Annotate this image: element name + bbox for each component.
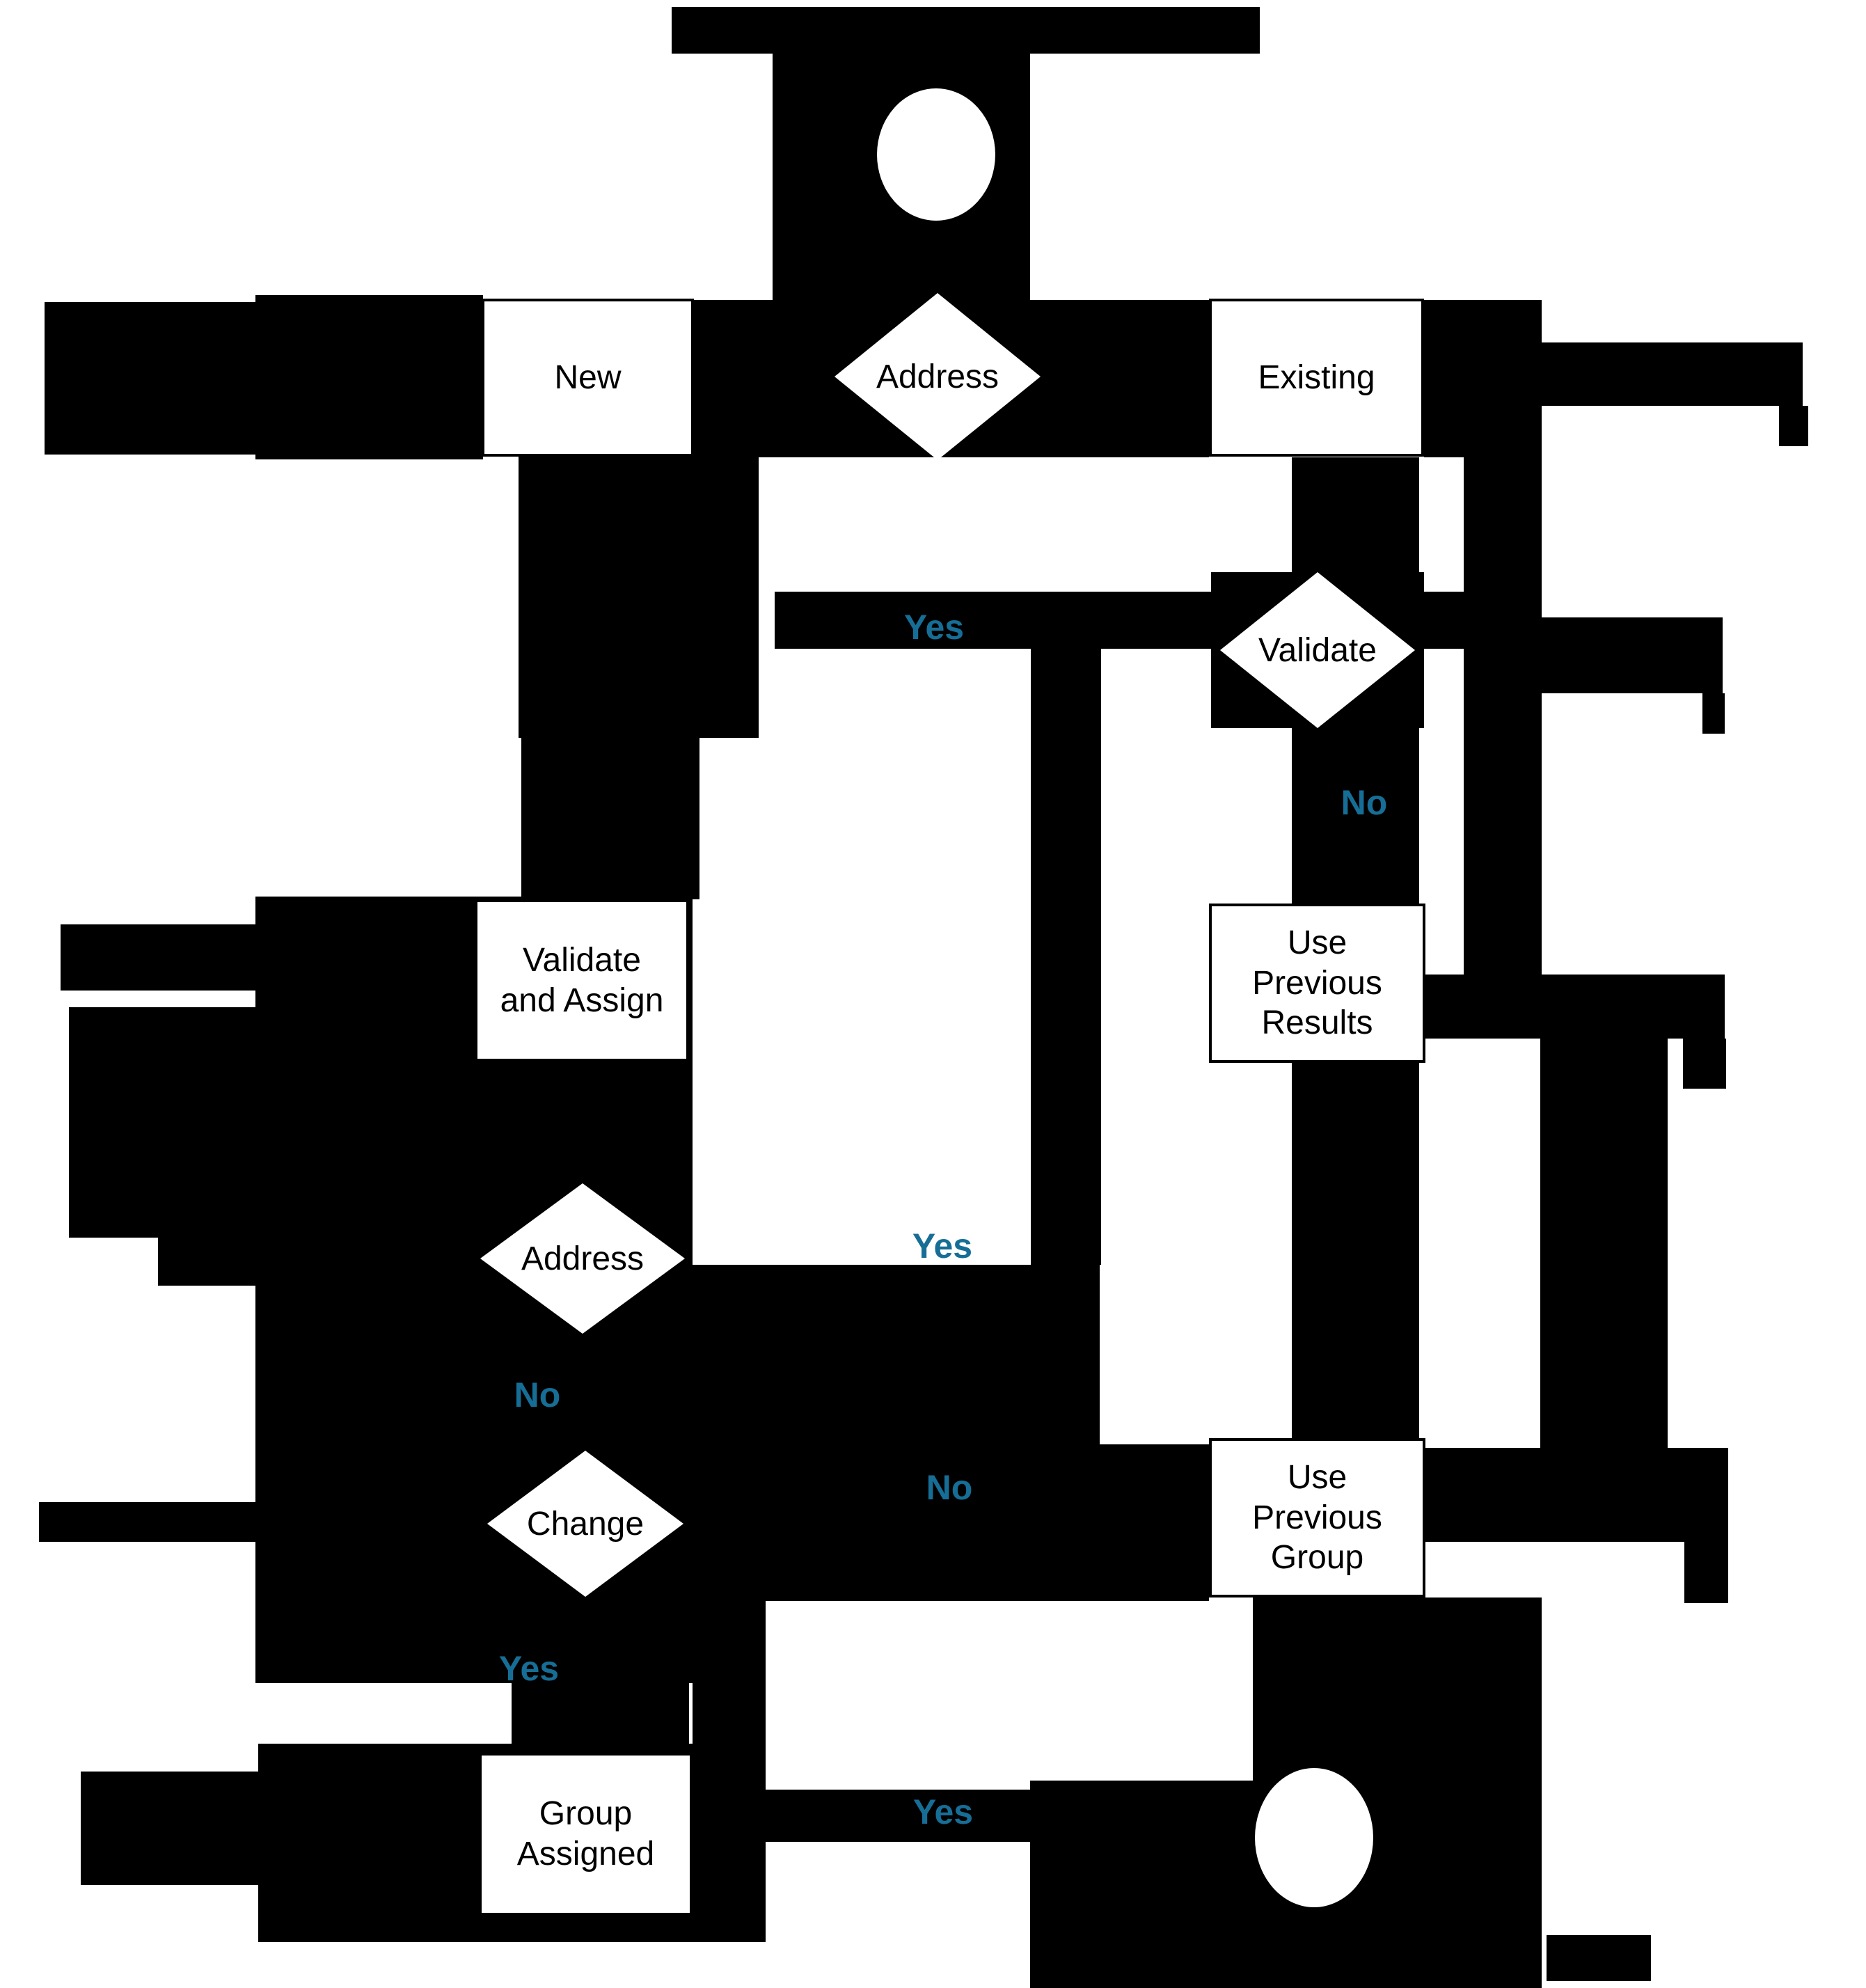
connector-bar-validate-right	[1542, 617, 1723, 693]
decision-address-1-label: Address	[876, 358, 999, 395]
connector-left-block2	[158, 1007, 255, 1286]
node-use-previous-group: Use Previous Group	[1209, 1438, 1425, 1598]
connector-left-bar2	[39, 1502, 258, 1542]
connector-group-yes-band	[766, 1790, 1030, 1842]
connector-left-bar1	[61, 924, 255, 991]
connector-validate-down	[1292, 728, 1419, 905]
connector-upg-bar	[1425, 1448, 1728, 1542]
edge-label-validate-no: No	[1341, 783, 1388, 822]
connector-top-bar	[672, 7, 1260, 54]
connector-bottom-step	[1547, 1935, 1651, 1981]
connector-yes-down-column	[1031, 649, 1101, 1265]
edge-label-change-no: No	[926, 1468, 973, 1507]
connector-right-column1	[1464, 457, 1542, 975]
node-validate-and-assign: Validate and Assign	[475, 899, 689, 1062]
connector-change-no-band	[1100, 1444, 1209, 1601]
edge-label-validate-yes: Yes	[903, 608, 965, 647]
connector-right-column2	[1540, 1039, 1668, 1448]
node-existing-label: Existing	[1258, 358, 1375, 396]
decision-change-label: Change	[526, 1505, 645, 1543]
connector-band-left2	[255, 295, 483, 459]
connector-upg-down	[1253, 1598, 1542, 1781]
edge-label-address2-no: No	[514, 1375, 561, 1414]
edge-label-group-yes: Yes	[912, 1792, 974, 1831]
node-existing: Existing	[1209, 299, 1424, 457]
decision-validate-label: Validate	[1258, 631, 1377, 669]
connector-upg-bar-step	[1684, 1542, 1728, 1603]
connector-band-right	[1424, 300, 1542, 457]
connector-group-left	[81, 1772, 258, 1885]
edge-label-address2-yes: Yes	[912, 1226, 973, 1265]
node-group-assigned: Group Assigned	[479, 1753, 693, 1916]
connector-yes-band	[775, 592, 1542, 649]
connector-under-existing	[1292, 457, 1419, 593]
connector-notch-topright	[1779, 406, 1808, 446]
node-validate-and-assign-label: Validate and Assign	[500, 941, 664, 1019]
connector-upr-bar-step	[1683, 1039, 1726, 1089]
node-group-assigned-label: Group Assigned	[516, 1795, 655, 1872]
connector-notch-validate-right	[1702, 693, 1725, 734]
connector-change-down	[512, 1683, 689, 1753]
start-terminator	[877, 88, 995, 221]
node-use-previous-results: Use Previous Results	[1209, 904, 1425, 1063]
connector-under-new	[519, 457, 759, 738]
connector-upr-down-column	[1292, 1063, 1419, 1448]
node-use-previous-results-label: Use Previous Results	[1252, 924, 1382, 1042]
connector-band-left1	[45, 302, 255, 455]
node-new: New	[482, 299, 694, 457]
connector-left-block1	[69, 1007, 158, 1238]
node-use-previous-group-label: Use Previous Group	[1252, 1459, 1382, 1577]
edge-label-change-yes: Yes	[498, 1649, 560, 1688]
node-new-label: New	[554, 358, 622, 396]
end-terminator	[1255, 1768, 1373, 1907]
connector-upr-bar	[1425, 975, 1725, 1039]
connector-bar-topright	[1542, 342, 1803, 406]
connector-neck-vna	[521, 738, 699, 899]
decision-address-2-label: Address	[521, 1240, 645, 1277]
